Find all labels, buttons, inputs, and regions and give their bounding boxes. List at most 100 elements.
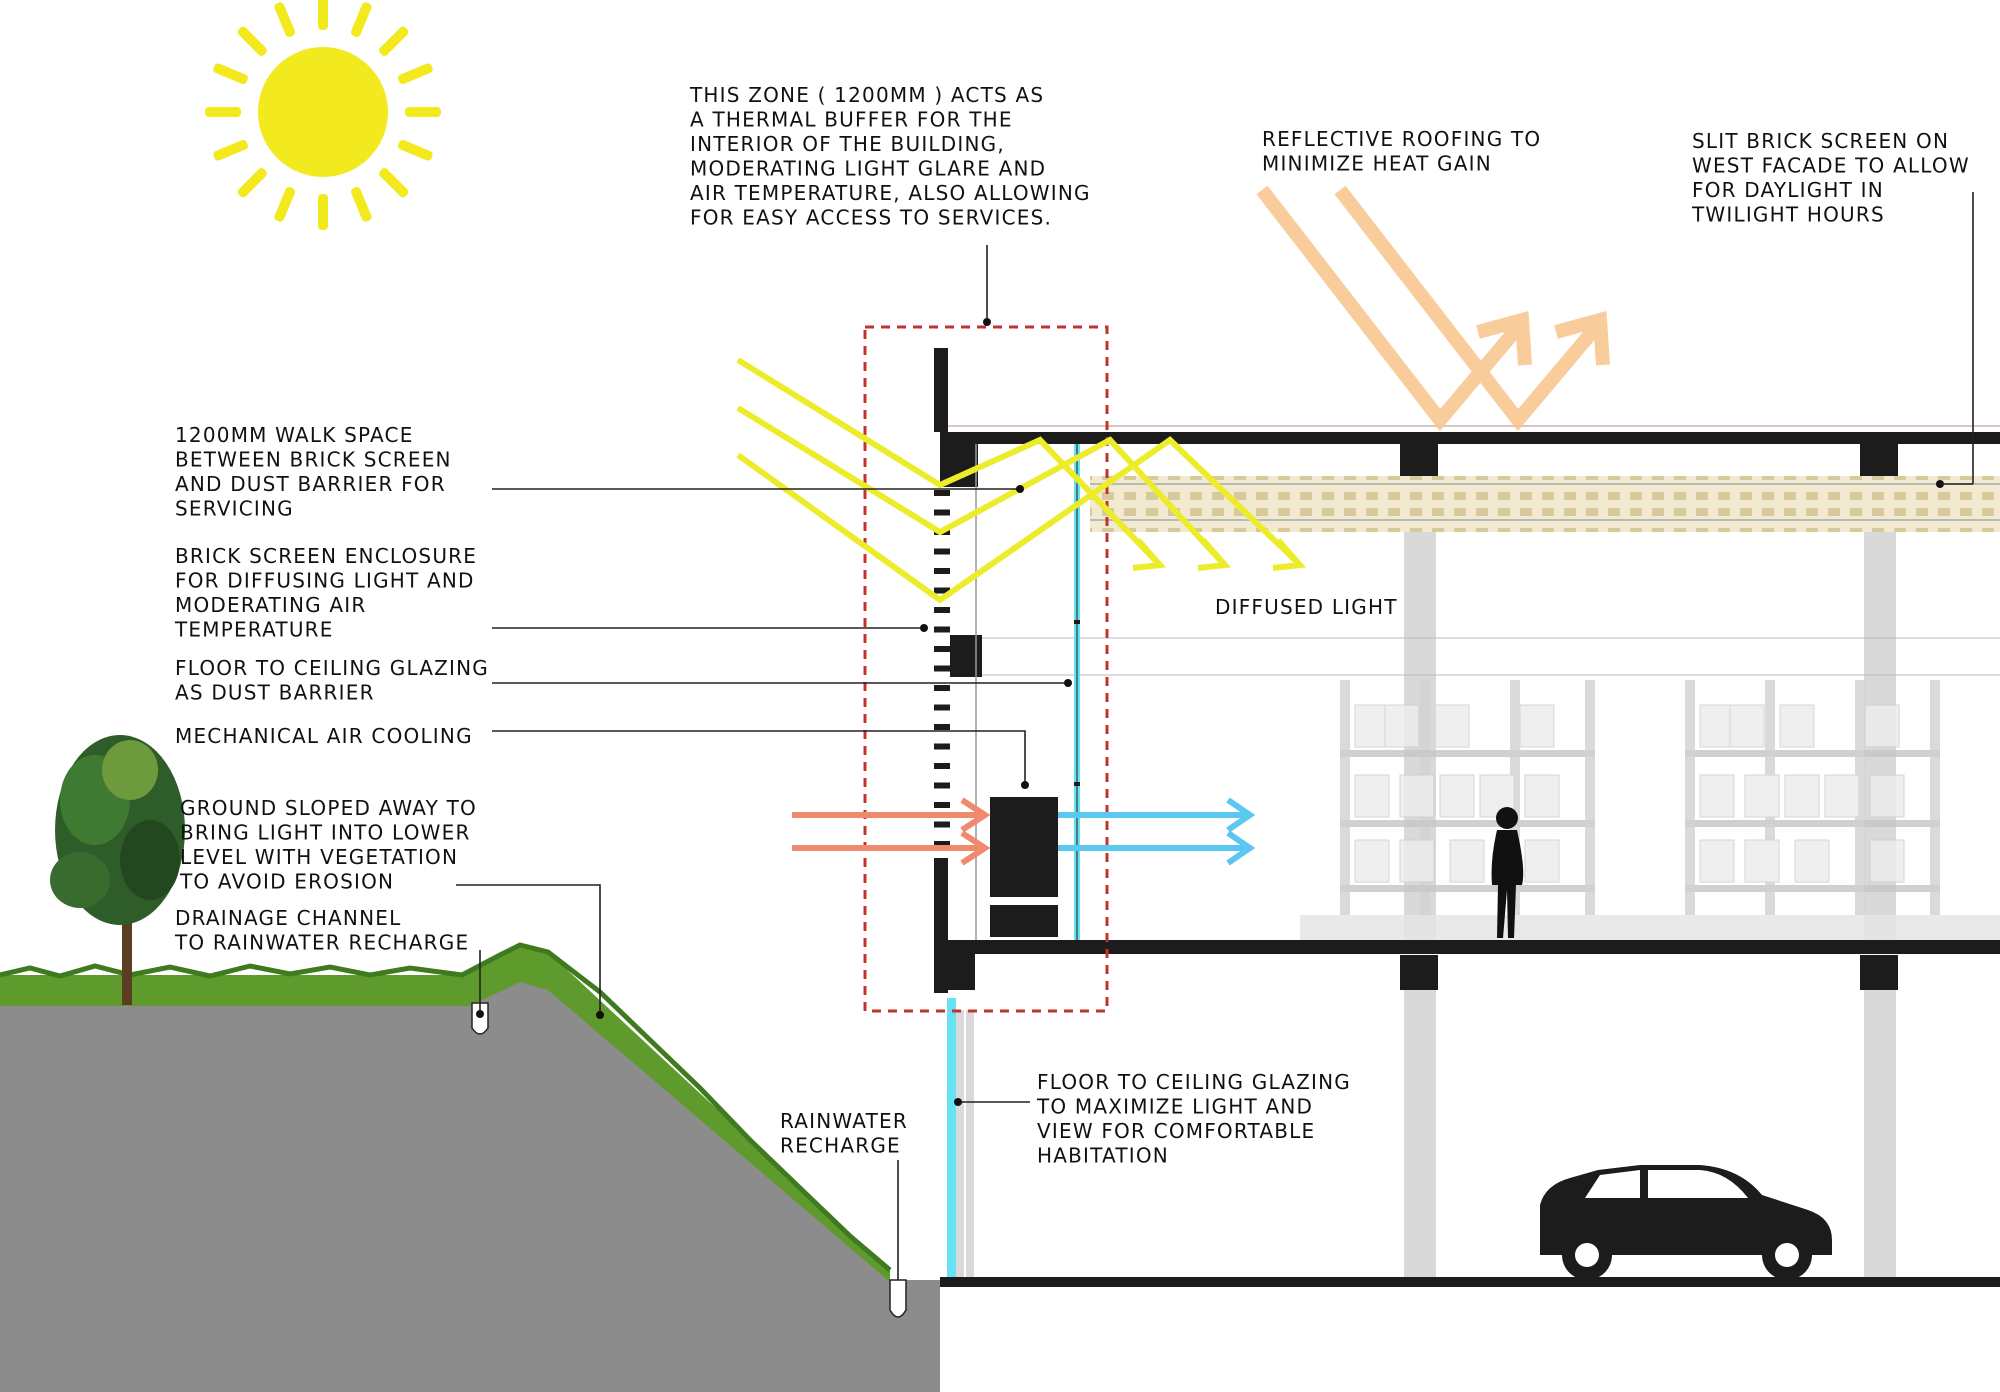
annotation-line: MODERATING AIR [175, 593, 366, 617]
annotation-line: TEMPERATURE [174, 618, 334, 642]
shelf-box [1869, 839, 1905, 883]
annotation-line: BRICK SCREEN ENCLOSURE [175, 544, 477, 568]
brick-slit [934, 548, 950, 555]
shelf-box [1384, 704, 1420, 748]
annotation-line: MECHANICAL AIR COOLING [175, 724, 473, 748]
shelf-box [1794, 839, 1830, 883]
tree-icon [50, 735, 185, 1005]
annotation-line: DRAINAGE CHANNEL [175, 906, 401, 930]
annotation-line: AND DUST BARRIER FOR [175, 472, 446, 496]
annotation-line: SERVICING [175, 497, 294, 521]
column-lower-1 [1404, 990, 1436, 1277]
sun-ray [213, 63, 248, 85]
annotation-line: MINIMIZE HEAT GAIN [1262, 152, 1492, 176]
brick-slit [934, 841, 950, 847]
annotation-line: 1200MM WALK SPACE [175, 423, 414, 447]
shelf-box [1824, 774, 1860, 818]
annotation-line: RAINWATER [780, 1109, 908, 1133]
brick-slit [934, 607, 950, 613]
shelf-box [1864, 704, 1900, 748]
annotation-line: TWILIGHT HOURS [1691, 203, 1885, 227]
shelf-box [1354, 774, 1390, 818]
annotation-line: SLIT BRICK SCREEN ON [1692, 129, 1949, 153]
annotation-line: BRING LIGHT INTO LOWER [180, 821, 471, 845]
lower-level [940, 955, 2000, 1287]
shelf-box [1699, 774, 1735, 818]
annotation-line: DIFFUSED LIGHT [1215, 595, 1398, 619]
shelf-upright [1585, 680, 1595, 915]
annotation-line: MODERATING LIGHT GLARE AND [690, 157, 1046, 181]
sun-ray [274, 187, 296, 222]
shelf-box [1744, 839, 1780, 883]
cool-air-arrows [1058, 797, 1256, 866]
brick-slit [934, 763, 950, 769]
sun-ray [237, 168, 267, 198]
shelf-box [1784, 774, 1820, 818]
shelf-box [1779, 704, 1815, 748]
brick-slit [934, 724, 950, 730]
brick-screen-top-wall [934, 348, 948, 432]
brick-slit [934, 626, 950, 633]
annotation-line: VIEW FOR COMFORTABLE [1037, 1119, 1315, 1143]
annotation-line: INTERIOR OF THE BUILDING, [690, 132, 1005, 156]
sun-ray [205, 107, 241, 117]
annotation-line: FLOOR TO CEILING GLAZING [175, 656, 489, 680]
leader-lines [456, 192, 1974, 1280]
lower-floor-glazing [947, 998, 956, 1277]
ground-section [0, 942, 940, 1392]
annotation-diffused-light: DIFFUSED LIGHT [1215, 595, 1398, 619]
brick-slit [934, 646, 950, 652]
sun-ray [274, 2, 296, 37]
sun-ray [318, 0, 328, 30]
shelf-box [1699, 704, 1735, 748]
annotation-line: REFLECTIVE ROOFING TO [1262, 127, 1541, 151]
sun-ray [398, 139, 433, 161]
shelf-box [1439, 774, 1475, 818]
thermal-buffer-zone-outline [863, 325, 1109, 1013]
brick-slit [934, 782, 950, 789]
sun-ray [398, 63, 433, 85]
brick-slit [934, 665, 950, 672]
annotation-line: BETWEEN BRICK SCREEN [175, 448, 452, 472]
shelf-box [1699, 839, 1735, 883]
shelf-beam [1340, 750, 1595, 757]
mechanical-air-cooling-unit [990, 797, 1058, 897]
brick-slit [934, 704, 950, 711]
drainage-channel [471, 1002, 489, 1035]
roof-slab [940, 432, 2000, 444]
annotation-line: LEVEL WITH VEGETATION [180, 845, 458, 869]
shelf-upright [1855, 680, 1865, 915]
annotation-line: FOR EASY ACCESS TO SERVICES. [690, 206, 1052, 230]
person-silhouette [1491, 807, 1524, 938]
shelf-box [1354, 704, 1390, 748]
sun-ray [237, 26, 267, 56]
brick-slit [934, 821, 950, 828]
shelf-box [1449, 839, 1485, 883]
brick-slit [934, 509, 950, 516]
annotation-line: THIS ZONE ( 1200MM ) ACTS AS [689, 83, 1044, 107]
brick-slit [934, 743, 950, 750]
shelf-box [1399, 774, 1435, 818]
column-lower-2 [1864, 990, 1896, 1277]
annotation-line: RECHARGE [780, 1134, 901, 1158]
shelf-box [1869, 774, 1905, 818]
annotation-line: FLOOR TO CEILING GLAZING [1037, 1070, 1351, 1094]
shelf-box [1399, 839, 1435, 883]
brick-slit [934, 587, 950, 594]
annotation-line: TO AVOID EROSION [179, 870, 394, 894]
sun-ray [379, 168, 409, 198]
brick-slit [934, 568, 950, 574]
shelf-beam [1340, 885, 1595, 892]
brick-slit [934, 490, 950, 496]
shelf-upright [1685, 680, 1695, 915]
lower-floor-slab [940, 1277, 2000, 1287]
shelf-box [1519, 704, 1555, 748]
